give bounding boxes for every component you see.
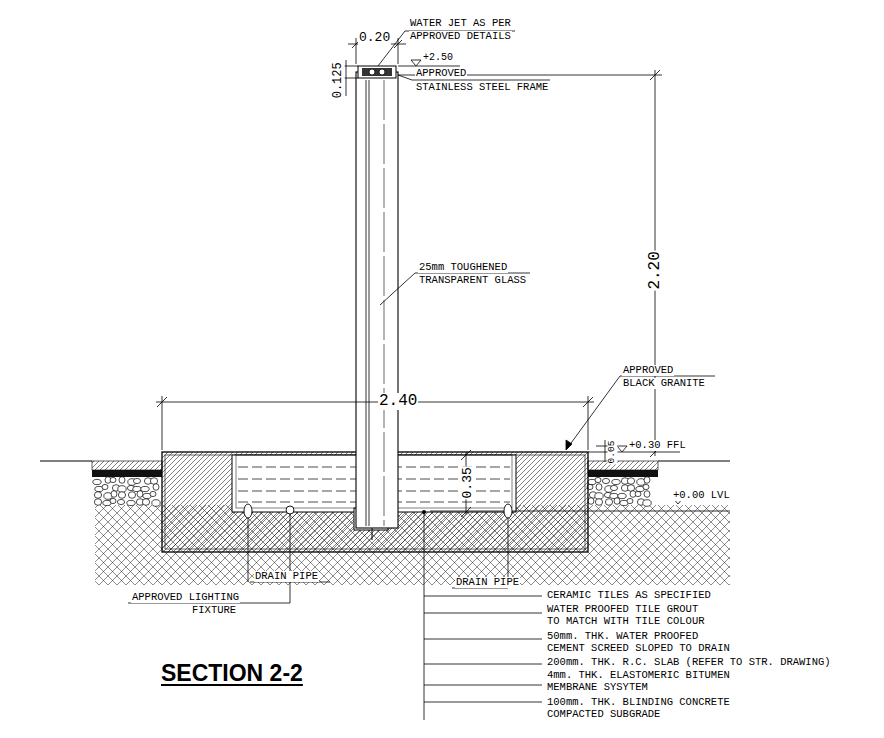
- gravel-stone: [610, 485, 617, 490]
- annotation-label: FIXTURE: [191, 605, 237, 616]
- gravel-stone: [94, 492, 101, 499]
- gravel-stone: [152, 500, 160, 507]
- annotation-label: 25mm TOUGHENED: [418, 262, 508, 273]
- gravel-stone: [150, 478, 157, 485]
- annotation-label: 50mm. THK. WATER PROOFED: [546, 631, 699, 642]
- gravel-stone: [644, 477, 650, 484]
- gravel-stone: [133, 478, 140, 483]
- annotation-label: APPROVED: [622, 365, 674, 376]
- annotation-label: CERAMIC TILES AS SPECIFIED: [546, 590, 712, 601]
- section-title: SECTION 2-2: [161, 660, 303, 687]
- gravel-stone: [142, 499, 149, 506]
- gravel-stone: [595, 493, 603, 500]
- gravel-stone: [595, 477, 601, 482]
- gravel-stone: [111, 491, 117, 498]
- dimension-text: 0.05: [607, 440, 617, 465]
- annotation-label: TRANSPARENT GLASS: [418, 275, 527, 286]
- annotation-label: 4mm. THK. ELASTOMERIC BITUMEN: [546, 670, 731, 681]
- annotation-label: STAINLESS STEEL FRAME: [415, 82, 549, 93]
- gravel-stone: [118, 492, 125, 499]
- annotation-label: 0.20: [358, 31, 391, 45]
- gravel-stone: [627, 485, 634, 492]
- annotation-label: TO MATCH WITH TILE COLOUR: [546, 616, 706, 627]
- gravel-stone: [137, 491, 143, 498]
- annotation-label: 100mm. THK. BLINDING CONCRETE: [546, 697, 731, 708]
- annotation-label: +0.00 LVL: [672, 490, 731, 501]
- annotation-label: DRAIN PIPE: [455, 577, 520, 588]
- gravel-stone: [94, 499, 101, 506]
- gravel-stone: [110, 477, 116, 482]
- gravel-stone: [595, 499, 602, 506]
- gravel-stone: [119, 477, 125, 484]
- gravel-stone: [605, 499, 612, 506]
- annotation-label: 200mm. THK. R.C. SLAB (REFER TO STR. DRA…: [546, 657, 832, 668]
- gravel-stone: [118, 486, 126, 493]
- annotation-label: APPROVED: [415, 68, 467, 79]
- annotation-label: APPROVED DETAILS: [409, 31, 512, 42]
- gravel-stone: [627, 478, 634, 485]
- gravel-stone: [596, 484, 602, 491]
- annotation-label: COMPACTED SUBGRADE: [546, 709, 661, 720]
- annotation-label: +0.30 FFL: [628, 440, 687, 451]
- gravel-stone: [618, 493, 626, 498]
- gravel-stone: [153, 484, 159, 491]
- annotation-label: APPROVED LIGHTING: [131, 592, 240, 603]
- dimension-text: 0.125: [332, 61, 345, 99]
- dimension-text: 2.20: [647, 250, 664, 290]
- gravel-stone: [588, 498, 594, 505]
- gravel-stone: [150, 491, 156, 496]
- gravel-stone: [602, 478, 609, 483]
- gravel-stone: [141, 486, 149, 491]
- gravel-stone: [128, 492, 135, 499]
- gravel-stone: [643, 500, 651, 507]
- annotation-label: BLACK GRANITE: [622, 378, 706, 389]
- annotation-label: DRAIN PIPE: [254, 571, 319, 582]
- dimension-text: 0.35: [461, 466, 475, 499]
- annotation-label: MEMBRANE SYSYTEM: [546, 682, 649, 693]
- annotation-label: WATER JET AS PER: [409, 18, 512, 29]
- gravel-stone: [127, 500, 135, 505]
- gravel-stone: [627, 498, 633, 503]
- annotation-label: CEMENT SCREED SLOPED TO DRAIN: [546, 643, 731, 654]
- gravel-stone: [102, 484, 108, 489]
- gravel-stone: [117, 499, 124, 504]
- gravel-stone: [93, 479, 101, 484]
- annotation-label: WATER PROOFED TILE GROUT: [546, 604, 699, 615]
- gravel-stone: [612, 479, 620, 484]
- annotation-label: 2.40: [378, 393, 418, 410]
- gravel-stone: [635, 491, 641, 496]
- gravel-stone: [644, 491, 650, 498]
- gravel-stone: [643, 484, 649, 489]
- gravel-stone: [614, 498, 620, 505]
- annotation-label: +2.50: [422, 53, 454, 64]
- gravel-stone: [110, 498, 116, 503]
